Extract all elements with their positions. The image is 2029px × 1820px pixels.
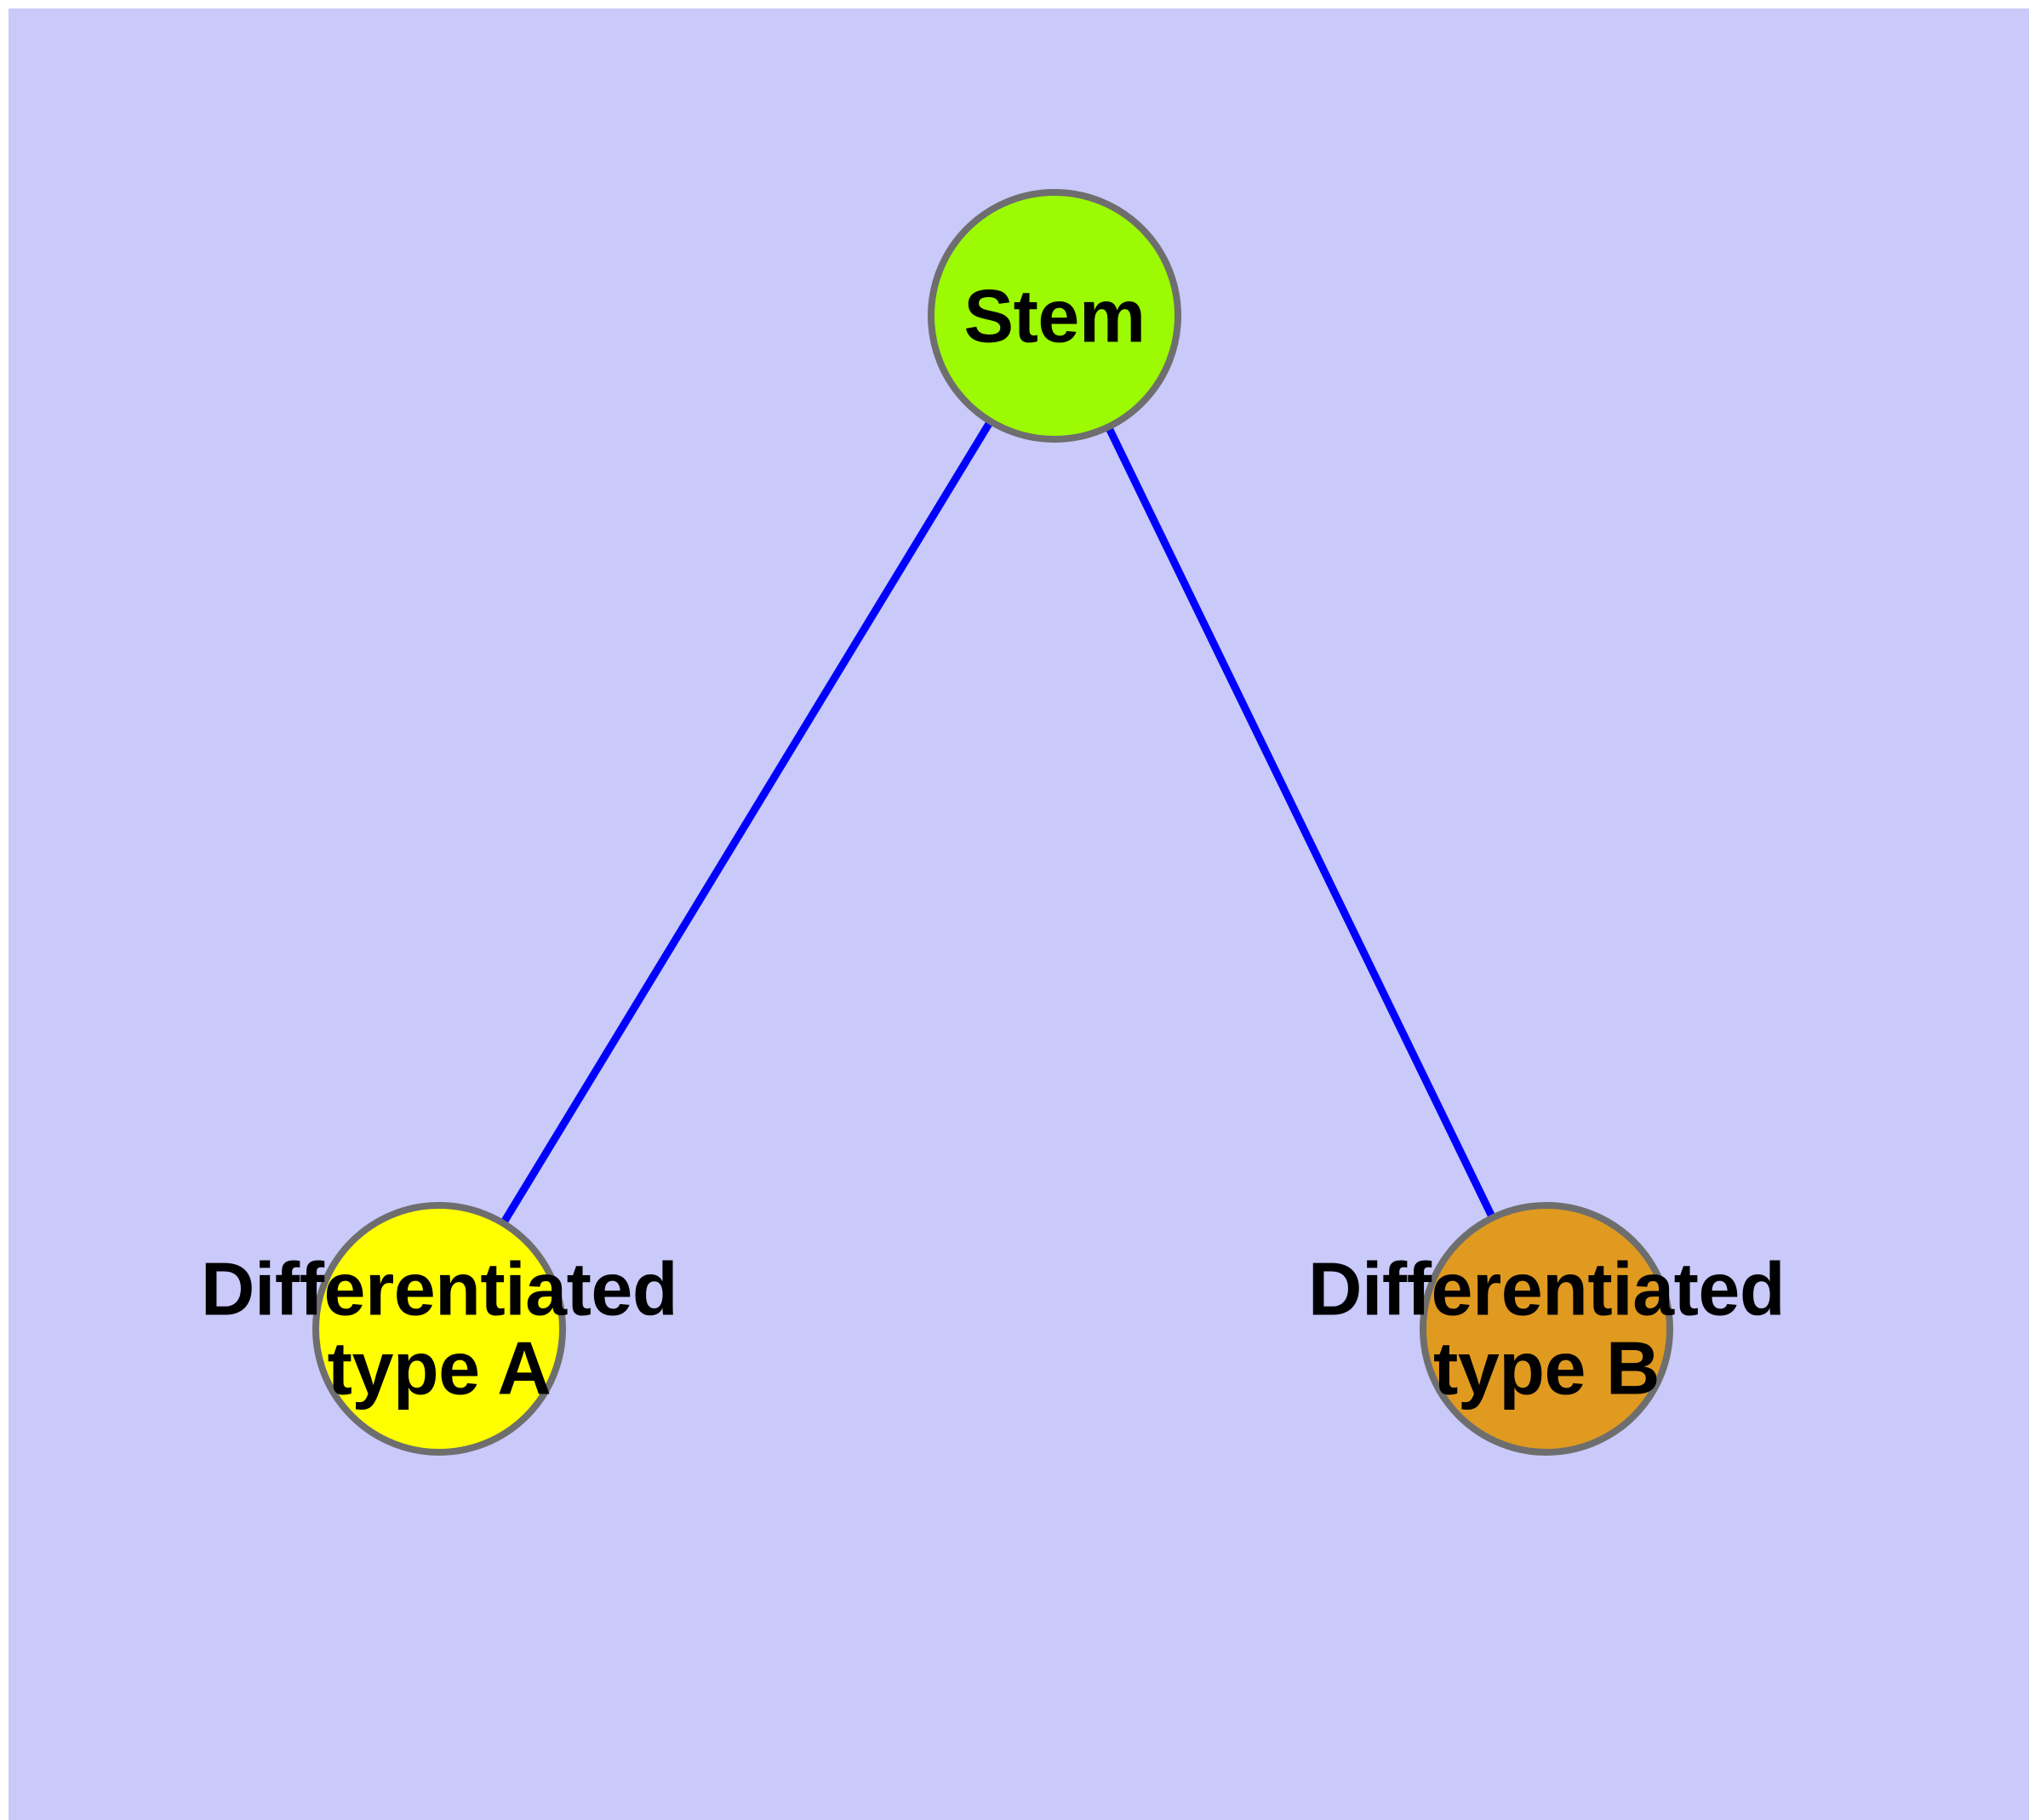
node-layer — [312, 189, 1673, 1456]
graph-edge-stem-diff_b[interactable] — [1105, 425, 1496, 1220]
graph-node-diff_b[interactable] — [1420, 1202, 1673, 1456]
edge-layer — [500, 419, 1496, 1226]
graph-node-stem[interactable] — [928, 189, 1181, 443]
graph-node-diff_a[interactable] — [312, 1202, 566, 1456]
graph-edge-stem-diff_a[interactable] — [500, 419, 994, 1226]
